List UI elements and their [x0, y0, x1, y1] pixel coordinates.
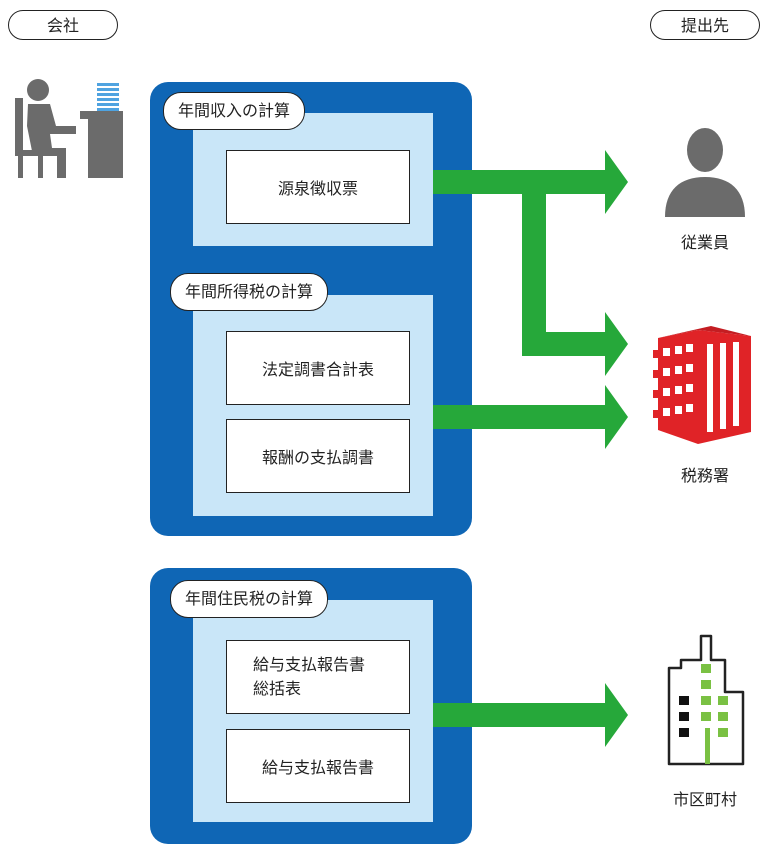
arrow-to-employee — [433, 150, 628, 214]
person-icon — [665, 128, 745, 217]
section-label-annual-income-tax: 年間所得税の計算 — [170, 273, 329, 311]
arrow-branch-to-tax-office — [522, 182, 628, 376]
section-label-annual-resident-tax: 年間住民税の計算 — [170, 580, 329, 618]
header-destination: 提出先 — [650, 10, 760, 40]
doc-statutory-summary: 法定調書合計表 — [226, 331, 410, 405]
arrow-to-municipality — [433, 683, 628, 747]
destination-label-employee: 従業員 — [680, 233, 729, 252]
header-company: 会社 — [8, 10, 118, 40]
section-label-annual-income: 年間収入の計算 — [163, 92, 306, 130]
doc-withholding-slip: 源泉徴収票 — [226, 150, 410, 224]
doc-salary-report-summary-line1: 給与支払報告書 — [253, 655, 366, 674]
destination-label-tax-office: 税務署 — [680, 466, 729, 485]
arrow-to-tax-office — [433, 385, 628, 449]
doc-salary-report: 給与支払報告書 — [226, 729, 410, 803]
doc-salary-report-summary: 給与支払報告書 総括表 — [226, 640, 410, 714]
destination-label-municipality: 市区町村 — [672, 790, 737, 809]
doc-fee-payment-record: 報酬の支払調書 — [226, 419, 410, 493]
office-worker-icon — [15, 79, 123, 178]
doc-salary-report-summary-line2: 総括表 — [253, 679, 302, 698]
city-hall-building-icon — [667, 634, 745, 766]
red-building-icon — [653, 326, 751, 444]
